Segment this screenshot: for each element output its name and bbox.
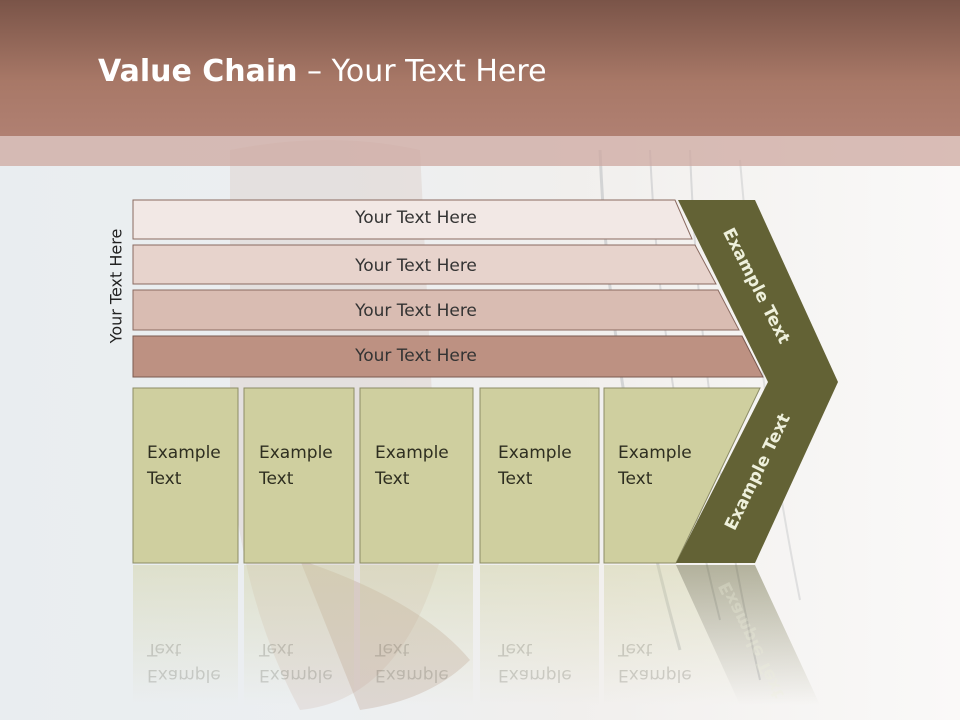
row-label-3: Your Text Here [355,301,477,321]
reflection-box-3 [360,565,473,705]
title-bold: Value Chain [98,54,298,89]
reflection-text-1-line2: Text [147,639,182,659]
chevron-lower [676,382,838,563]
row-bar-1 [132,199,693,240]
reflection-text-2: Example Text [259,636,359,688]
row-label-1: Your Text Here [355,208,477,228]
activity-box-4 [479,387,600,564]
row-bar-4 [132,335,764,378]
activity-text-2-line1: Example [259,443,333,463]
row-label-2: Your Text Here [355,256,477,276]
activity-text-5: Example Text [618,440,718,492]
activity-text-5-line2: Text [618,469,653,489]
header-band [0,136,960,166]
activity-text-2: Example Text [259,440,359,492]
activity-text-2-line2: Text [259,469,294,489]
title-rest: – Your Text Here [297,54,547,89]
vertical-axis-label: Your Text Here [106,228,126,344]
activity-text-1: Example Text [147,440,247,492]
activity-box-1 [132,387,239,564]
reflection-text-4-line1: Example [498,665,572,685]
reflection-box-5 [604,565,740,705]
header-bar [0,0,960,136]
row-bar-2 [132,244,717,285]
reflection-text-1-line1: Example [147,665,221,685]
row-label-4: Your Text Here [355,346,477,366]
reflection-text-4: Example Text [498,636,598,688]
reflection-text-4-line2: Text [498,639,533,659]
reflection-box-1 [133,565,238,705]
chevron-upper [678,200,838,382]
reflection-text-5-line1: Example [618,665,692,685]
activity-text-4-line1: Example [498,443,572,463]
reflection-text-1: Example Text [147,636,247,688]
reflection-text-3-line2: Text [375,639,410,659]
activity-text-3-line1: Example [375,443,449,463]
activity-box-3 [359,387,474,564]
row-bar-3 [132,289,740,331]
activity-text-4: Example Text [498,440,598,492]
reflection-box-2 [244,565,354,705]
reflection-text-3: Example Text [375,636,475,688]
activity-text-1-line2: Text [147,469,182,489]
reflection-text-5-line2: Text [618,639,653,659]
reflection-text-2-line1: Example [259,665,333,685]
reflection-box-4 [480,565,599,705]
activity-text-3-line2: Text [375,469,410,489]
reflection-text-5: Example Text [618,636,718,688]
activity-text-5-line1: Example [618,443,692,463]
reflection-text-3-line1: Example [375,665,449,685]
activity-box-2 [243,387,355,564]
activity-text-1-line1: Example [147,443,221,463]
reflection-text-2-line2: Text [259,639,294,659]
activity-text-4-line2: Text [498,469,533,489]
slide-title: Value Chain – Your Text Here [98,54,547,89]
activity-text-3: Example Text [375,440,475,492]
reflection-chevron [676,565,820,705]
